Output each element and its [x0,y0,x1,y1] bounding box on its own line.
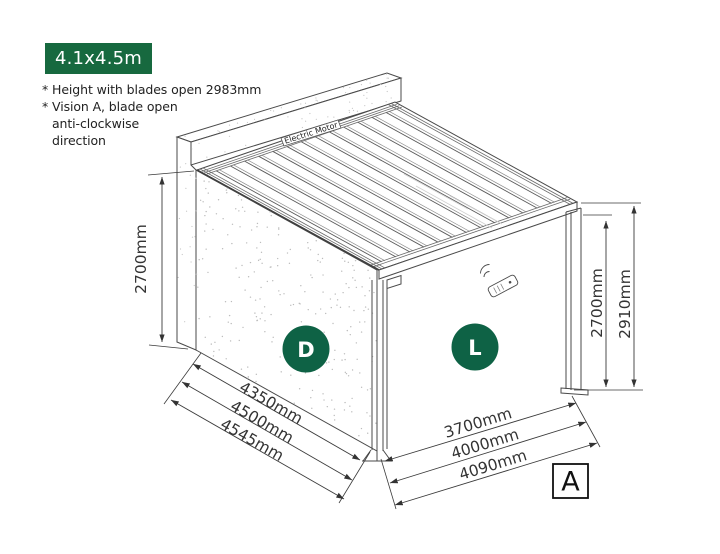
note-vision-line2: anti-clockwise [52,116,140,131]
dim-right-heights: 2700mm 2910mm [574,202,643,391]
louver-blades [199,103,574,270]
view-a-box: A [552,463,589,499]
marker-d-badge: D [282,325,330,373]
marker-d-letter: D [297,338,314,362]
right-corner-post [560,207,589,396]
note-vision-line1: * Vision A, blade open [42,99,178,114]
roof-reflection-marks [403,173,503,229]
view-a-letter: A [561,467,580,498]
remote-control-icon [480,264,519,298]
note-height-blades: * Height with blades open 2983mm [42,82,262,97]
side-wall-outer-edge [176,136,197,351]
dim-left-height: 2700mm [132,170,195,350]
size-badge: 4.1x4.5m [45,43,152,74]
dim-label-right-height-inner: 2700mm [588,268,606,338]
marker-l-letter: L [468,336,481,360]
louvered-roof: Electric Motor [195,101,579,280]
note-vision-line3: direction [52,133,106,148]
dim-label-right-height-outer: 2910mm [616,269,634,339]
motor-label-plate [280,119,342,147]
marker-l-badge: L [451,323,499,371]
footnotes: * Height with blades open 2983mm * Visio… [42,81,282,149]
dim-label-left-height: 2700mm [132,224,150,294]
